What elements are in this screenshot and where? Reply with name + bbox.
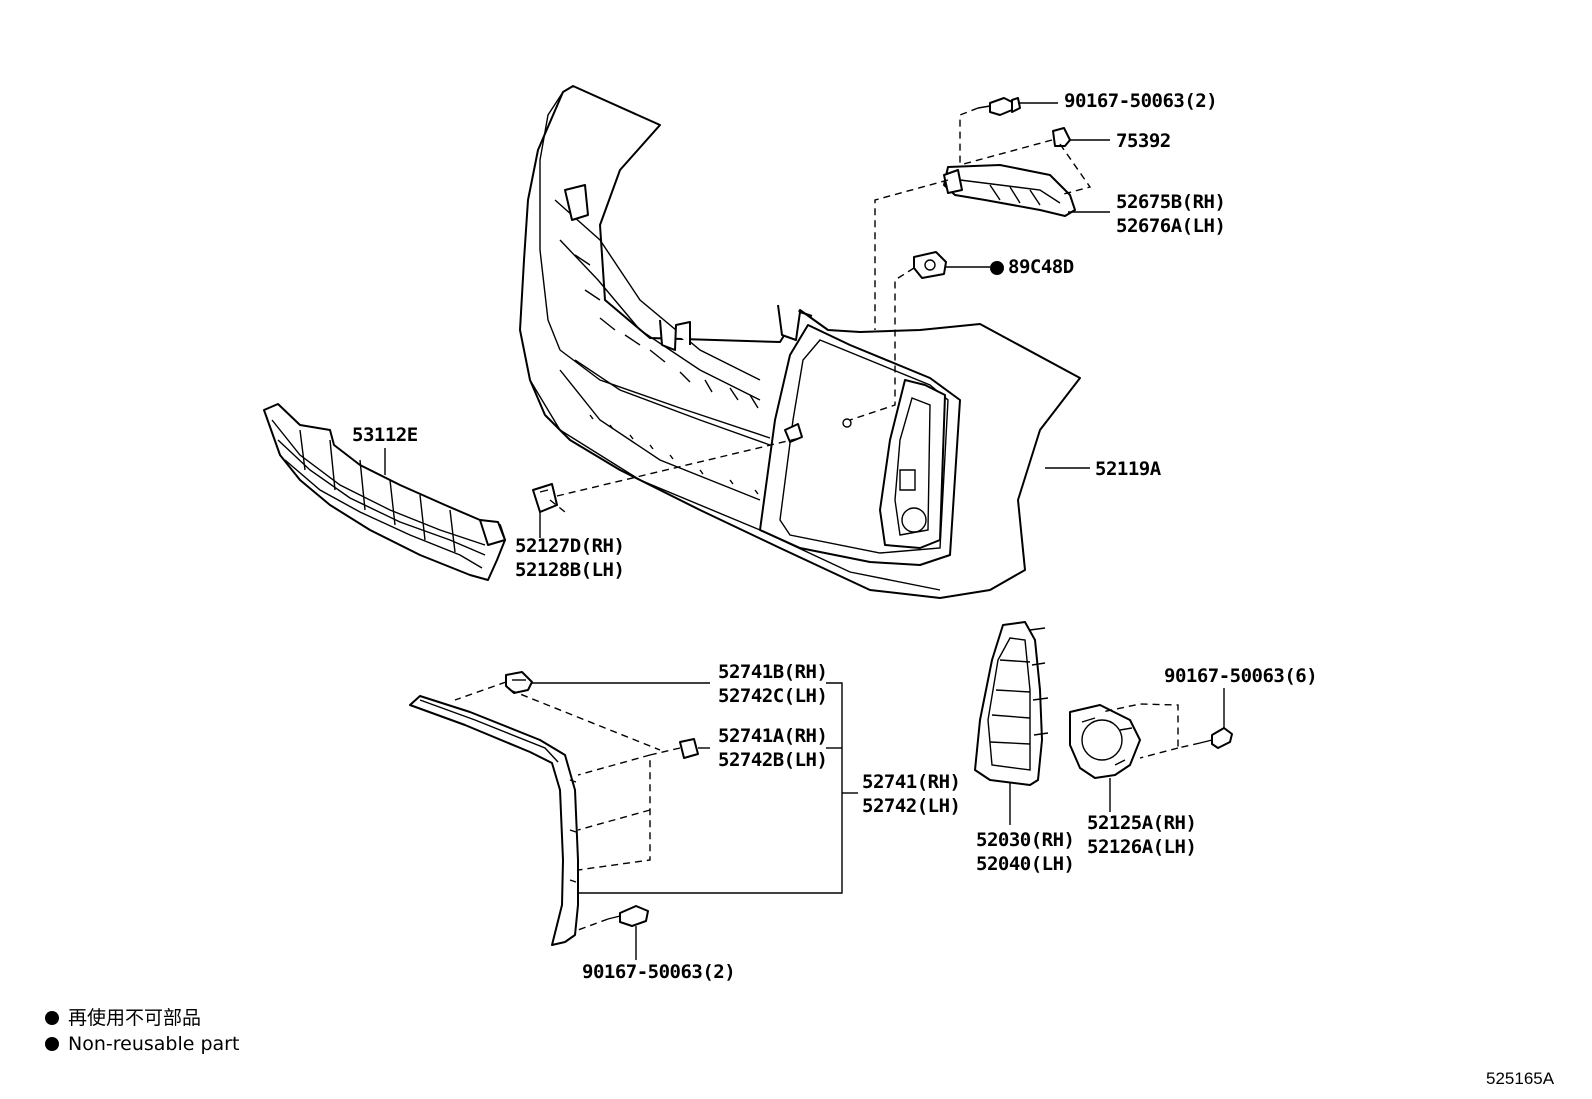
label-clip-c-lh: 52742C(LH) — [718, 685, 827, 707]
label-moulding-rh: 52741(RH) — [862, 771, 960, 793]
bolt-top-icon — [977, 97, 1021, 116]
label-bolt-bottom: 90167-50063(2) — [582, 961, 735, 983]
cap-52127D — [532, 483, 558, 513]
label-bracket-lh: 52676A(LH) — [1116, 215, 1225, 237]
fog-bezel-52125A — [1069, 704, 1141, 779]
label-moulding-lh: 52742(LH) — [862, 795, 960, 817]
legend-marker-icon — [45, 1037, 59, 1051]
diagram-ref-code: 525165A — [1486, 1069, 1555, 1088]
label-clip-a-rh: 52741A(RH) — [718, 725, 827, 747]
label-bolt-top: 90167-50063(2) — [1064, 90, 1217, 112]
label-clip-75392: 75392 — [1116, 130, 1171, 152]
label-cap-rh: 52127D(RH) — [515, 535, 624, 557]
assembly-lines — [454, 107, 1201, 931]
bolt-right-icon — [1199, 727, 1233, 749]
bolt-bottom-icon — [607, 905, 649, 927]
lower-grille-53112E — [263, 403, 506, 581]
non-reusable-marker-icon — [990, 261, 1004, 275]
sensor-holder-icon — [913, 251, 1004, 279]
label-fog-lh: 52126A(LH) — [1087, 836, 1196, 858]
label-cap-lh: 52128B(LH) — [515, 559, 624, 581]
part-labels: 90167-50063(2) 75392 52675B(RH) 52676A(L… — [352, 90, 1318, 983]
label-bracket-rh: 52675B(RH) — [1116, 191, 1225, 213]
label-cover-lh: 52040(LH) — [976, 853, 1074, 875]
label-cover-rh: 52030(RH) — [976, 829, 1074, 851]
legend-en: Non-reusable part — [68, 1033, 239, 1055]
label-fog-rh: 52125A(RH) — [1087, 812, 1196, 834]
label-grille: 53112E — [352, 424, 418, 446]
label-clip-b-lh: 52742B(LH) — [718, 749, 827, 771]
cover-52030 — [974, 621, 1049, 786]
label-bolt-right: 90167-50063(6) — [1164, 665, 1317, 687]
bumper-cover-52119A — [519, 85, 1081, 599]
clip-52741B-icon — [505, 671, 533, 694]
bracket-52675B — [943, 164, 1076, 217]
label-sensor: 89C48D — [1008, 256, 1074, 278]
clip-75392-icon — [1052, 127, 1071, 147]
moulding-52741 — [409, 695, 579, 946]
legend-marker-icon — [45, 1011, 59, 1025]
label-clip-b-rh: 52741B(RH) — [718, 661, 827, 683]
clip-52741A-icon — [679, 738, 699, 759]
legend: 再使用不可部品 Non-reusable part — [45, 1007, 239, 1055]
legend-jp: 再使用不可部品 — [68, 1007, 201, 1029]
label-bumper: 52119A — [1095, 458, 1162, 480]
leader-lines — [384, 102, 1225, 960]
